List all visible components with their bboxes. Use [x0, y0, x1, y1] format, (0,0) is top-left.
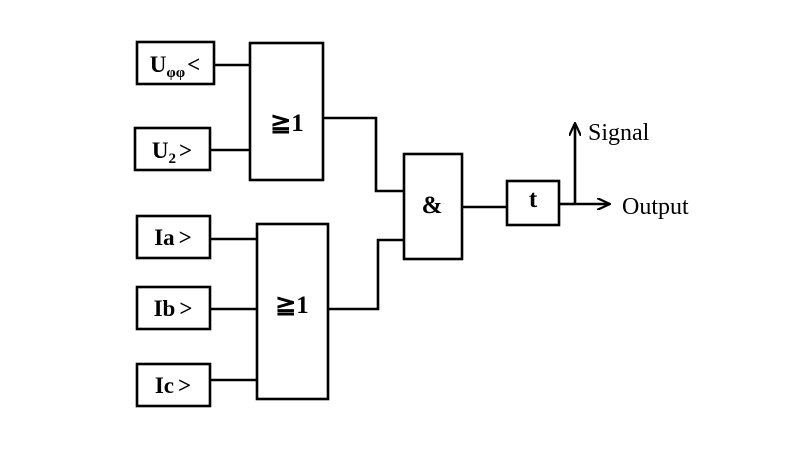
signal-label: Signal: [588, 120, 650, 146]
or-gate-upper-label: ≧1: [270, 110, 303, 137]
or-gate-upper: ≧1: [248, 41, 325, 182]
wires: [210, 63, 609, 382]
timer-box: [505, 179, 561, 227]
and-gate-label: &: [422, 192, 443, 219]
and-gate-box: [402, 152, 464, 261]
input-u-phase-box: [135, 40, 216, 86]
or-gate-upper-box: [248, 41, 325, 182]
input-ia: Ia>: [135, 214, 212, 260]
input-u-neg: U2>: [133, 126, 212, 172]
input-ib-box: [135, 285, 212, 331]
or-gate-lower: ≧1: [255, 222, 330, 401]
wire-or-upper-to-and: [323, 116, 404, 193]
wire-or-lower-to-and: [328, 238, 404, 311]
or-gate-lower-box: [255, 222, 330, 401]
input-ib: Ib>: [135, 285, 212, 331]
or-gate-lower-label: ≧1: [275, 292, 308, 319]
input-u-phase-label: Uφφ<: [150, 52, 200, 81]
input-ib-label: Ib>: [154, 296, 193, 321]
input-ic: Ic>: [135, 362, 212, 408]
input-ic-label: Ic>: [155, 373, 191, 398]
input-u-neg-box: [133, 126, 212, 172]
input-ia-box: [135, 214, 212, 260]
input-ic-box: [135, 362, 212, 408]
input-ia-label: Ia>: [154, 225, 192, 250]
and-gate: &: [402, 152, 464, 261]
output-label: Output: [622, 194, 689, 220]
input-u-neg-label: U2>: [152, 138, 192, 167]
timer-label: t: [529, 186, 538, 213]
timer-block: t: [505, 179, 561, 227]
input-u-phase: Uφφ<: [135, 40, 216, 86]
